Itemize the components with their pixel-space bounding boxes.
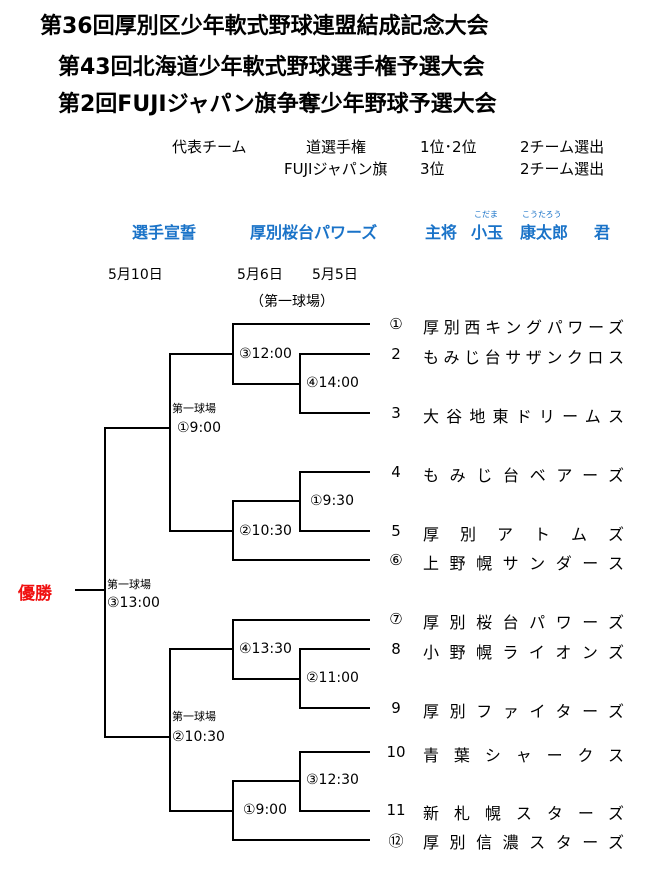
- team-name: 厚別西キングパワーズ: [423, 318, 625, 337]
- game-label: ③12:30: [306, 772, 359, 788]
- rep-result-2: 2チーム選出: [520, 160, 605, 178]
- venue-note: （第一球場）: [250, 294, 334, 310]
- date-first: 5月5日: [312, 267, 358, 283]
- date-final: 5月10日: [108, 267, 163, 283]
- game-label: ②10:30: [239, 523, 292, 539]
- surname-ruby: こだま: [474, 210, 498, 219]
- rep-event-2: FUJIジャパン旗: [284, 160, 388, 178]
- game-label: ③12:00: [239, 346, 292, 362]
- rep-places-2: 3位: [420, 160, 445, 178]
- oath-given: 康太郎: [520, 223, 569, 242]
- game-label: ②10:30: [172, 729, 225, 745]
- team-seed: 8: [391, 640, 401, 658]
- game-label: ③13:00: [107, 595, 160, 611]
- team-name: 厚別桜台パワーズ: [423, 613, 625, 632]
- oath-suffix: 君: [594, 223, 611, 242]
- venue-label: 第一球場: [172, 710, 216, 723]
- game-label: ①9:00: [243, 802, 287, 818]
- title-line-3: 第2回FUJIジャパン旗争奪少年野球予選大会: [58, 92, 497, 117]
- title-line-1: 第36回厚別区少年軟式野球連盟結成記念大会: [40, 14, 489, 39]
- team-name: 厚別ファイターズ: [423, 702, 625, 721]
- team-seed: ⑦: [389, 610, 403, 628]
- team-name: 大谷地東ドリームス: [423, 407, 625, 426]
- game-label: ①9:00: [177, 420, 221, 436]
- team-name: もみじ台サザンクロス: [423, 348, 625, 367]
- oath-role: 主将: [425, 223, 458, 242]
- team-name: 厚別信濃スターズ: [423, 833, 625, 852]
- rep-event-1: 道選手権: [306, 138, 367, 156]
- rep-result-1: 2チーム選出: [520, 138, 605, 156]
- team-seed: 3: [391, 404, 401, 422]
- champion-label: 優勝: [18, 584, 52, 604]
- team-name: 小野幌ライオンズ: [423, 643, 625, 662]
- team-seed: 9: [391, 699, 401, 717]
- game-label: ④14:00: [306, 375, 359, 391]
- team-name: 新札幌スターズ: [423, 804, 625, 823]
- representatives-label: 代表チーム: [172, 138, 247, 156]
- team-seed: 5: [391, 522, 401, 540]
- team-seed: ①: [389, 315, 403, 333]
- team-seed: 4: [391, 463, 401, 481]
- team-name: もみじ台ベアーズ: [423, 466, 625, 485]
- venue-label: 第一球場: [107, 578, 151, 591]
- team-seed: 11: [386, 801, 406, 819]
- team-seed: 2: [391, 345, 401, 363]
- team-name: 厚別アトムズ: [423, 525, 625, 544]
- oath-team: 厚別桜台パワーズ: [250, 223, 378, 242]
- team-seed: ⑫: [388, 832, 404, 850]
- given-ruby: こうたろう: [522, 210, 562, 219]
- oath-surname: 小玉: [471, 223, 504, 242]
- team-seed: 10: [386, 743, 406, 761]
- venue-label: 第一球場: [172, 402, 216, 415]
- team-name: 青葉シャークス: [423, 746, 625, 765]
- team-seed: ⑥: [389, 551, 403, 569]
- game-label: ①9:30: [310, 493, 354, 509]
- game-label: ②11:00: [306, 670, 359, 686]
- oath-label: 選手宣誓: [132, 223, 197, 242]
- title-line-2: 第43回北海道少年軟式野球選手権予選大会: [58, 55, 485, 80]
- team-name: 上野幌サンダース: [423, 554, 625, 573]
- game-label: ④13:30: [239, 641, 292, 657]
- date-semi: 5月6日: [237, 267, 283, 283]
- rep-places-1: 1位･2位: [420, 138, 477, 156]
